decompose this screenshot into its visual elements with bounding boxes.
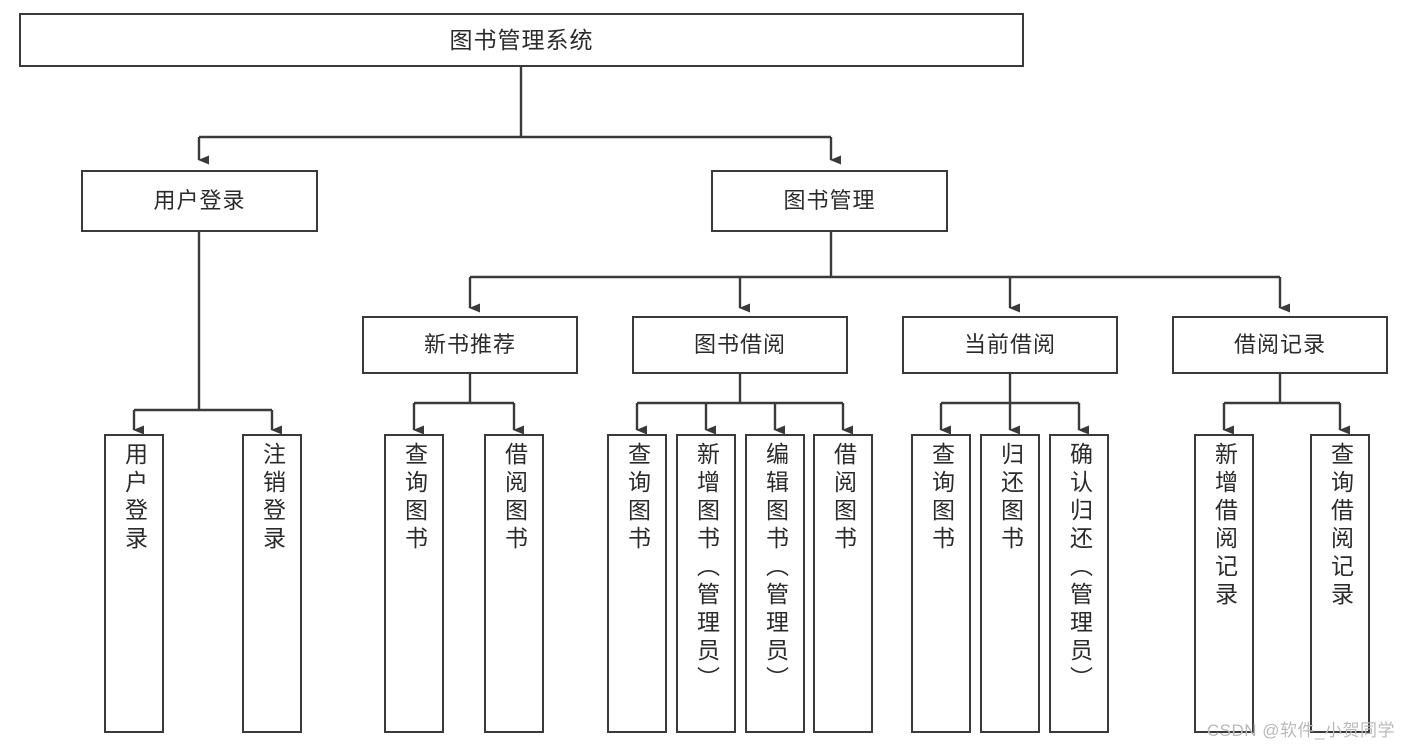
node-leaf-borrow-book-2[interactable]: 借阅图书 <box>813 434 873 733</box>
node-leaf-borrow-book-1[interactable]: 借阅图书 <box>484 434 544 733</box>
node-book-manage[interactable]: 图书管理 <box>711 170 948 232</box>
node-leaf-query-book-2-label: 查询图书 <box>624 442 651 554</box>
node-leaf-query-book-3-label: 查询图书 <box>928 442 955 554</box>
node-leaf-query-book-2[interactable]: 查询图书 <box>607 434 667 733</box>
node-leaf-confirm-return[interactable]: 确认归还（管理员） <box>1049 434 1109 733</box>
node-leaf-user-login[interactable]: 用户登录 <box>104 434 164 733</box>
node-leaf-borrow-book-2-label: 借阅图书 <box>830 442 857 554</box>
node-root[interactable]: 图书管理系统 <box>19 13 1024 67</box>
node-current-borrow-label: 当前借阅 <box>963 332 1056 358</box>
node-leaf-add-book-label: 新增图书（管理员） <box>693 442 720 694</box>
node-new-book-rec-label: 新书推荐 <box>423 332 516 358</box>
node-leaf-query-record[interactable]: 查询借阅记录 <box>1310 434 1370 733</box>
node-leaf-return-book-label: 归还图书 <box>997 442 1024 554</box>
node-root-label: 图书管理系统 <box>449 26 594 53</box>
node-user-login[interactable]: 用户登录 <box>81 170 318 232</box>
watermark-text: CSDN @软件_小贺同学 <box>1206 721 1395 740</box>
node-leaf-add-record[interactable]: 新增借阅记录 <box>1194 434 1254 733</box>
node-borrow-record-label: 借阅记录 <box>1233 332 1326 358</box>
node-new-book-rec[interactable]: 新书推荐 <box>362 316 578 374</box>
node-book-borrow-label: 图书借阅 <box>693 332 786 358</box>
node-leaf-edit-book[interactable]: 编辑图书（管理员） <box>745 434 805 733</box>
node-leaf-add-book[interactable]: 新增图书（管理员） <box>676 434 736 733</box>
node-leaf-borrow-book-1-label: 借阅图书 <box>501 442 528 554</box>
node-leaf-confirm-return-label: 确认归还（管理员） <box>1066 442 1093 694</box>
node-user-login-label: 用户登录 <box>153 188 246 214</box>
node-borrow-record[interactable]: 借阅记录 <box>1172 316 1388 374</box>
node-leaf-logout[interactable]: 注销登录 <box>242 434 302 733</box>
node-leaf-edit-book-label: 编辑图书（管理员） <box>762 442 789 694</box>
node-leaf-logout-label: 注销登录 <box>259 442 286 554</box>
node-leaf-query-book-1-label: 查询图书 <box>401 442 428 554</box>
node-leaf-return-book[interactable]: 归还图书 <box>980 434 1040 733</box>
node-book-borrow[interactable]: 图书借阅 <box>632 316 848 374</box>
node-book-manage-label: 图书管理 <box>783 188 876 214</box>
node-current-borrow[interactable]: 当前借阅 <box>902 316 1118 374</box>
node-leaf-query-book-3[interactable]: 查询图书 <box>911 434 971 733</box>
node-leaf-add-record-label: 新增借阅记录 <box>1211 442 1238 610</box>
node-leaf-user-login-label: 用户登录 <box>121 442 148 554</box>
node-leaf-query-record-label: 查询借阅记录 <box>1327 442 1354 610</box>
node-leaf-query-book-1[interactable]: 查询图书 <box>384 434 444 733</box>
